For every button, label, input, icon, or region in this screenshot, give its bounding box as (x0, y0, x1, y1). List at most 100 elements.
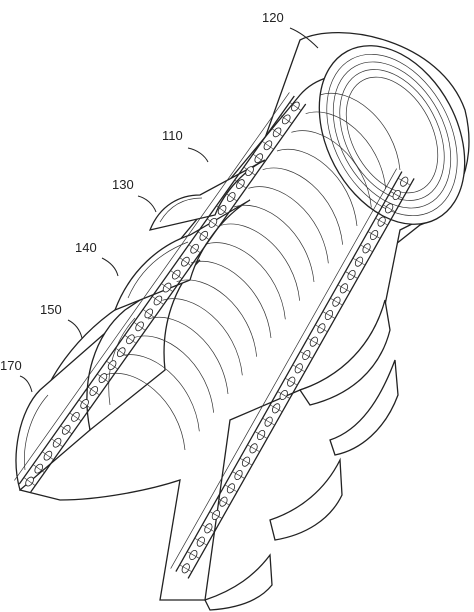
coil-divider (225, 192, 238, 202)
coil-divider (217, 497, 230, 506)
coil-divider (197, 231, 210, 241)
rib-arc (205, 242, 286, 320)
coil-divider (124, 334, 137, 344)
coil-divider (209, 511, 223, 519)
coil-divider (69, 412, 82, 422)
leader-lines (19, 27, 319, 393)
coil-divider (243, 166, 256, 176)
rib-arc (147, 317, 229, 395)
rib-arc (233, 205, 315, 283)
rib-arc (176, 279, 258, 357)
coil-divider (280, 115, 293, 124)
coil-divider (337, 284, 351, 293)
coil-divider (367, 231, 381, 239)
coil-divider (322, 311, 336, 319)
strip-upper-edge (30, 103, 307, 493)
coil-divider (32, 464, 45, 473)
coil-divider (42, 451, 54, 460)
leader-130 (137, 195, 157, 213)
coil-divider (315, 324, 328, 333)
rib-arc (119, 354, 200, 432)
strip-upper-edge (14, 92, 290, 481)
coil-divider (345, 271, 358, 279)
rib-arc (133, 335, 215, 413)
coil-divider (262, 140, 274, 150)
coil-divider (271, 128, 283, 137)
front-ring-120 (318, 45, 466, 225)
coil-divider (292, 364, 306, 373)
strip-lower-edge (170, 168, 397, 569)
coil-divider (170, 270, 183, 279)
inner-ribs (104, 93, 401, 451)
coil-divider (390, 191, 403, 199)
rib-arc (219, 223, 301, 301)
cut-edge-strip-upper (14, 92, 307, 493)
label-150: 150 (40, 302, 62, 317)
coil-divider (161, 283, 173, 292)
label-110: 110 (162, 128, 183, 143)
coil-divider (60, 425, 73, 435)
coil-divider (360, 244, 373, 253)
strip-upper-edge (18, 95, 295, 485)
coil-divider (252, 153, 265, 163)
coil-divider (224, 484, 238, 493)
rib-arc (291, 130, 372, 208)
coil-divider (307, 337, 321, 346)
leader-120 (289, 27, 319, 49)
coil-divider (289, 102, 302, 111)
cut-edge-strip-lower (170, 168, 415, 579)
coil-divider (382, 204, 396, 213)
coil-divider (23, 477, 36, 486)
rib-arc (190, 261, 272, 339)
label-130: 130 (112, 177, 134, 192)
coil-divider (207, 218, 219, 228)
coil-divider (106, 360, 118, 370)
leader-150 (67, 319, 83, 339)
leader-140 (101, 257, 119, 277)
reference-labels: 120 110 130 140 150 170 (0, 10, 284, 373)
coil-divider (330, 297, 343, 306)
coil-divider (179, 564, 193, 573)
coil-divider (352, 257, 366, 266)
coil-divider (262, 417, 275, 426)
coil-divider (179, 257, 192, 266)
rib-arc (248, 186, 329, 264)
coil-divider (254, 431, 268, 439)
coil-divider (115, 347, 128, 357)
rib-arc (262, 167, 344, 245)
coil-divider (232, 471, 245, 479)
coil-divider (188, 244, 201, 254)
coil-divider (277, 391, 290, 399)
strip-lower-edge (187, 178, 415, 579)
coil-divider (142, 309, 155, 318)
leader-170 (19, 375, 33, 393)
coil-divider (300, 351, 313, 359)
coil-divider (78, 399, 91, 409)
label-120: 120 (262, 10, 284, 25)
strip-lower-edge (175, 171, 403, 572)
coil-divider (375, 217, 388, 226)
coil-divider (269, 404, 283, 413)
coil-divider (216, 205, 228, 215)
coil-divider (133, 322, 146, 331)
label-170: 170 (0, 358, 22, 373)
coil-divider (97, 373, 109, 383)
coil-divider (152, 296, 164, 305)
coil-divider (284, 377, 298, 386)
rib-arc (305, 111, 387, 189)
coil-divider (202, 524, 215, 533)
rib-arc (319, 93, 401, 171)
coil-divider (194, 537, 208, 546)
rib-arc (162, 298, 243, 376)
coil-divider (234, 179, 247, 189)
leader-110 (187, 147, 209, 163)
coil-divider (187, 551, 200, 559)
coil-divider (247, 444, 260, 453)
label-140: 140 (75, 240, 97, 255)
rib-arc (276, 149, 358, 227)
coil-divider (239, 457, 253, 466)
coil-divider (87, 386, 100, 396)
coil-divider (51, 438, 63, 448)
coil-divider (397, 177, 411, 186)
